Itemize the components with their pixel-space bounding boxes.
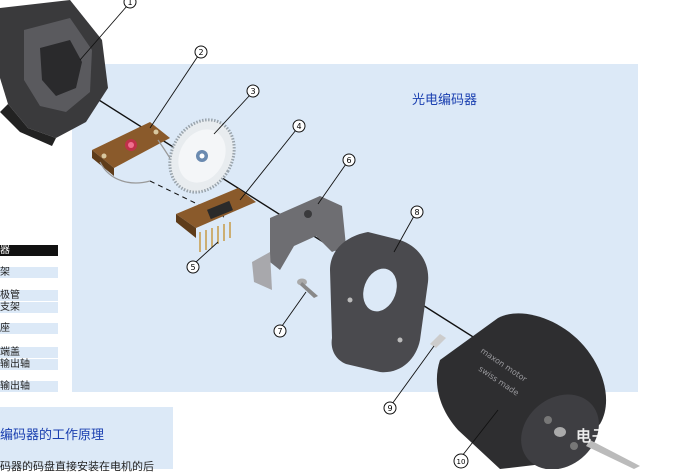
svg-text:5: 5 bbox=[190, 263, 195, 272]
legend-row-6: 输出轴 bbox=[0, 359, 58, 370]
legend-row-7: 输出轴 bbox=[0, 381, 58, 392]
callout-7: 7 bbox=[273, 324, 287, 338]
legend-row-2: 极管 bbox=[0, 290, 58, 301]
svg-text:6: 6 bbox=[346, 156, 351, 165]
svg-text:9: 9 bbox=[387, 404, 392, 413]
svg-text:1: 1 bbox=[127, 0, 132, 7]
svg-text:8: 8 bbox=[414, 208, 419, 217]
legend-row-1: 架 bbox=[0, 267, 58, 278]
callout-1: 1 bbox=[123, 0, 137, 9]
part-flange bbox=[330, 232, 429, 373]
callout-9: 9 bbox=[383, 401, 397, 415]
svg-text:4: 4 bbox=[296, 122, 301, 131]
principle-title: 编码器的工作原理 bbox=[0, 428, 105, 443]
dashed-guide bbox=[149, 180, 225, 218]
callout-10: 10 bbox=[453, 453, 469, 469]
leader-lines bbox=[79, 5, 499, 457]
legend-row-4: 座 bbox=[0, 323, 58, 334]
principle-panel bbox=[0, 407, 173, 469]
callout-3: 3 bbox=[246, 84, 260, 98]
part-bracket bbox=[252, 196, 346, 290]
principle-text: 码器的码盘直接安装在电机的后 bbox=[0, 460, 154, 473]
part-housing bbox=[0, 0, 108, 146]
svg-text:10: 10 bbox=[457, 458, 466, 466]
callout-4: 4 bbox=[292, 119, 306, 133]
part-receiver-board bbox=[176, 188, 256, 252]
svg-text:2: 2 bbox=[198, 48, 203, 57]
callout-6: 6 bbox=[342, 153, 356, 167]
part-code-disc bbox=[168, 118, 236, 194]
callout-8: 8 bbox=[410, 205, 424, 219]
svg-text:3: 3 bbox=[250, 87, 255, 96]
part-motor: maxon motor swiss made bbox=[430, 313, 640, 469]
callouts: 1 2 3 4 5 6 7 8 9 10 bbox=[123, 0, 469, 469]
legend-header: 器 bbox=[0, 245, 58, 256]
callout-5: 5 bbox=[186, 260, 200, 274]
legend-row-5: 端盖 bbox=[0, 347, 58, 358]
watermark: 电子发烧友 bbox=[576, 427, 657, 445]
svg-text:7: 7 bbox=[277, 327, 282, 336]
diagram-title: 光电编码器 bbox=[412, 93, 478, 108]
callout-2: 2 bbox=[194, 45, 208, 59]
legend-row-3: 支架 bbox=[0, 302, 58, 313]
